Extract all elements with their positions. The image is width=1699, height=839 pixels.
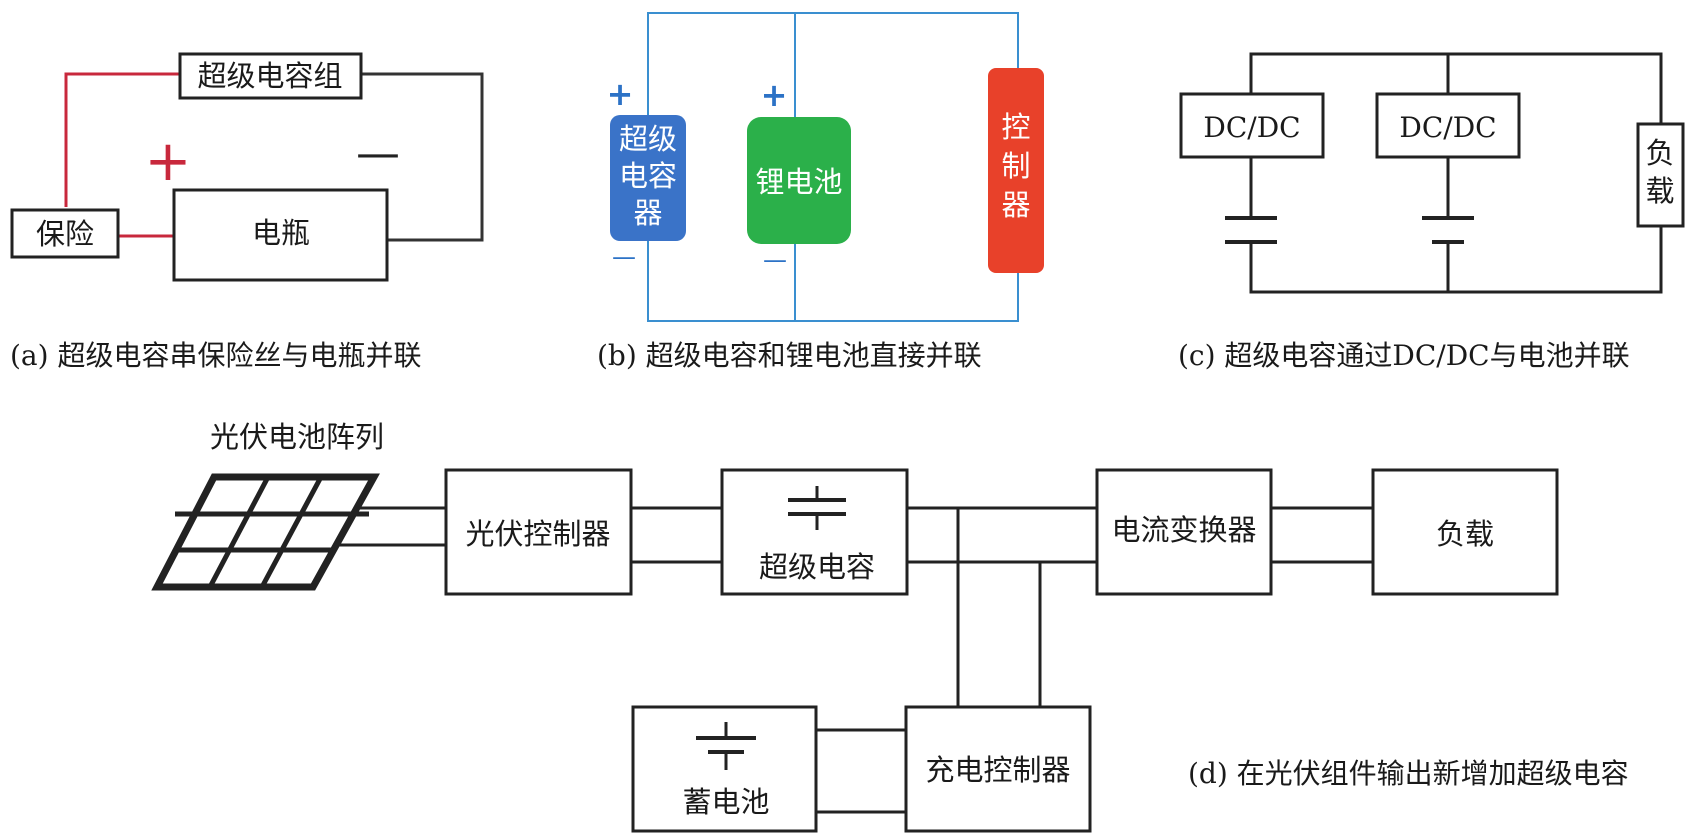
supercap-group-box <box>178 52 363 100</box>
top-bus-wire <box>647 12 1019 115</box>
plus-sign: + <box>145 129 192 194</box>
controller-block <box>988 68 1044 273</box>
top-bus <box>1249 52 1663 124</box>
dcdc-box-2 <box>1375 92 1521 159</box>
supercap-minus: — <box>612 243 636 271</box>
load-box-d <box>1371 468 1559 596</box>
supercap-line-2: 电容 <box>619 159 677 193</box>
panel-a: 超级电容组 + — 保险 电瓶 (a) 超级电容串保险丝与电瓶并联 <box>10 52 484 372</box>
pv-array-label: 光伏电池阵列 <box>210 420 384 454</box>
supercap-plus: + <box>607 75 634 113</box>
controller-line-2: 制 <box>1001 149 1030 183</box>
pv-array-icon <box>151 473 380 591</box>
load-box <box>1636 122 1685 228</box>
minus-sign: — <box>356 128 400 179</box>
pv-controller-box <box>444 468 633 596</box>
current-converter-label: 电流变换器 <box>1111 513 1256 547</box>
bottom-bus-wire <box>647 240 1019 322</box>
li-battery-block <box>747 117 851 244</box>
charge-controller-label: 充电控制器 <box>925 753 1070 787</box>
pv-controller-label: 光伏控制器 <box>465 517 610 551</box>
caption-b: (b) 超级电容和锂电池直接并联 <box>597 339 982 372</box>
caption-c: (c) 超级电容通过DC/DC与电池并联 <box>1178 339 1630 372</box>
supercap-label: 超级电容 <box>759 550 875 584</box>
load-label-d: 负载 <box>1436 517 1494 551</box>
fuse-box <box>10 208 120 259</box>
charge-controller-box <box>904 705 1092 833</box>
supercap-line-3: 器 <box>633 196 662 230</box>
fuse-label: 保险 <box>36 217 94 251</box>
controller-line-1: 控 <box>1001 110 1030 144</box>
dcdc-label-2: DC/DC <box>1399 111 1496 144</box>
supercap-box <box>720 468 909 596</box>
battery-label: 电瓶 <box>252 216 310 250</box>
li-battery-plus: + <box>761 76 788 114</box>
li-battery-minus: — <box>763 246 787 274</box>
battery-box <box>172 188 389 282</box>
panel-b: 超级 电容 器 + — 锂电池 + — 控 制 器 (b) 超级电容和锂电池直接… <box>597 12 1044 372</box>
current-converter-box <box>1095 468 1273 596</box>
storage-battery-label: 蓄电池 <box>682 785 769 819</box>
negative-wire <box>361 72 484 242</box>
load-line-2: 载 <box>1645 174 1674 208</box>
positive-wire <box>64 72 180 207</box>
caption-a: (a) 超级电容串保险丝与电瓶并联 <box>10 339 421 372</box>
li-battery-label: 锂电池 <box>755 165 842 199</box>
load-line-1: 负 <box>1645 136 1674 170</box>
bottom-bus <box>1249 226 1663 294</box>
supercap-line-1: 超级 <box>619 122 677 156</box>
controller-line-3: 器 <box>1001 188 1030 222</box>
supercap-group-label: 超级电容组 <box>197 59 342 93</box>
dcdc-label-1: DC/DC <box>1203 111 1300 144</box>
caption-d: (d) 在光伏组件输出新增加超级电容 <box>1188 757 1629 790</box>
supercap-block <box>610 115 686 241</box>
panel-d: 光伏电池阵列 光伏控制器 超级电容 电流变换器 <box>151 420 1629 833</box>
panel-c: DC/DC DC/DC 负 载 (c) 超级电容通过DC/DC与电池并联 <box>1178 52 1685 372</box>
